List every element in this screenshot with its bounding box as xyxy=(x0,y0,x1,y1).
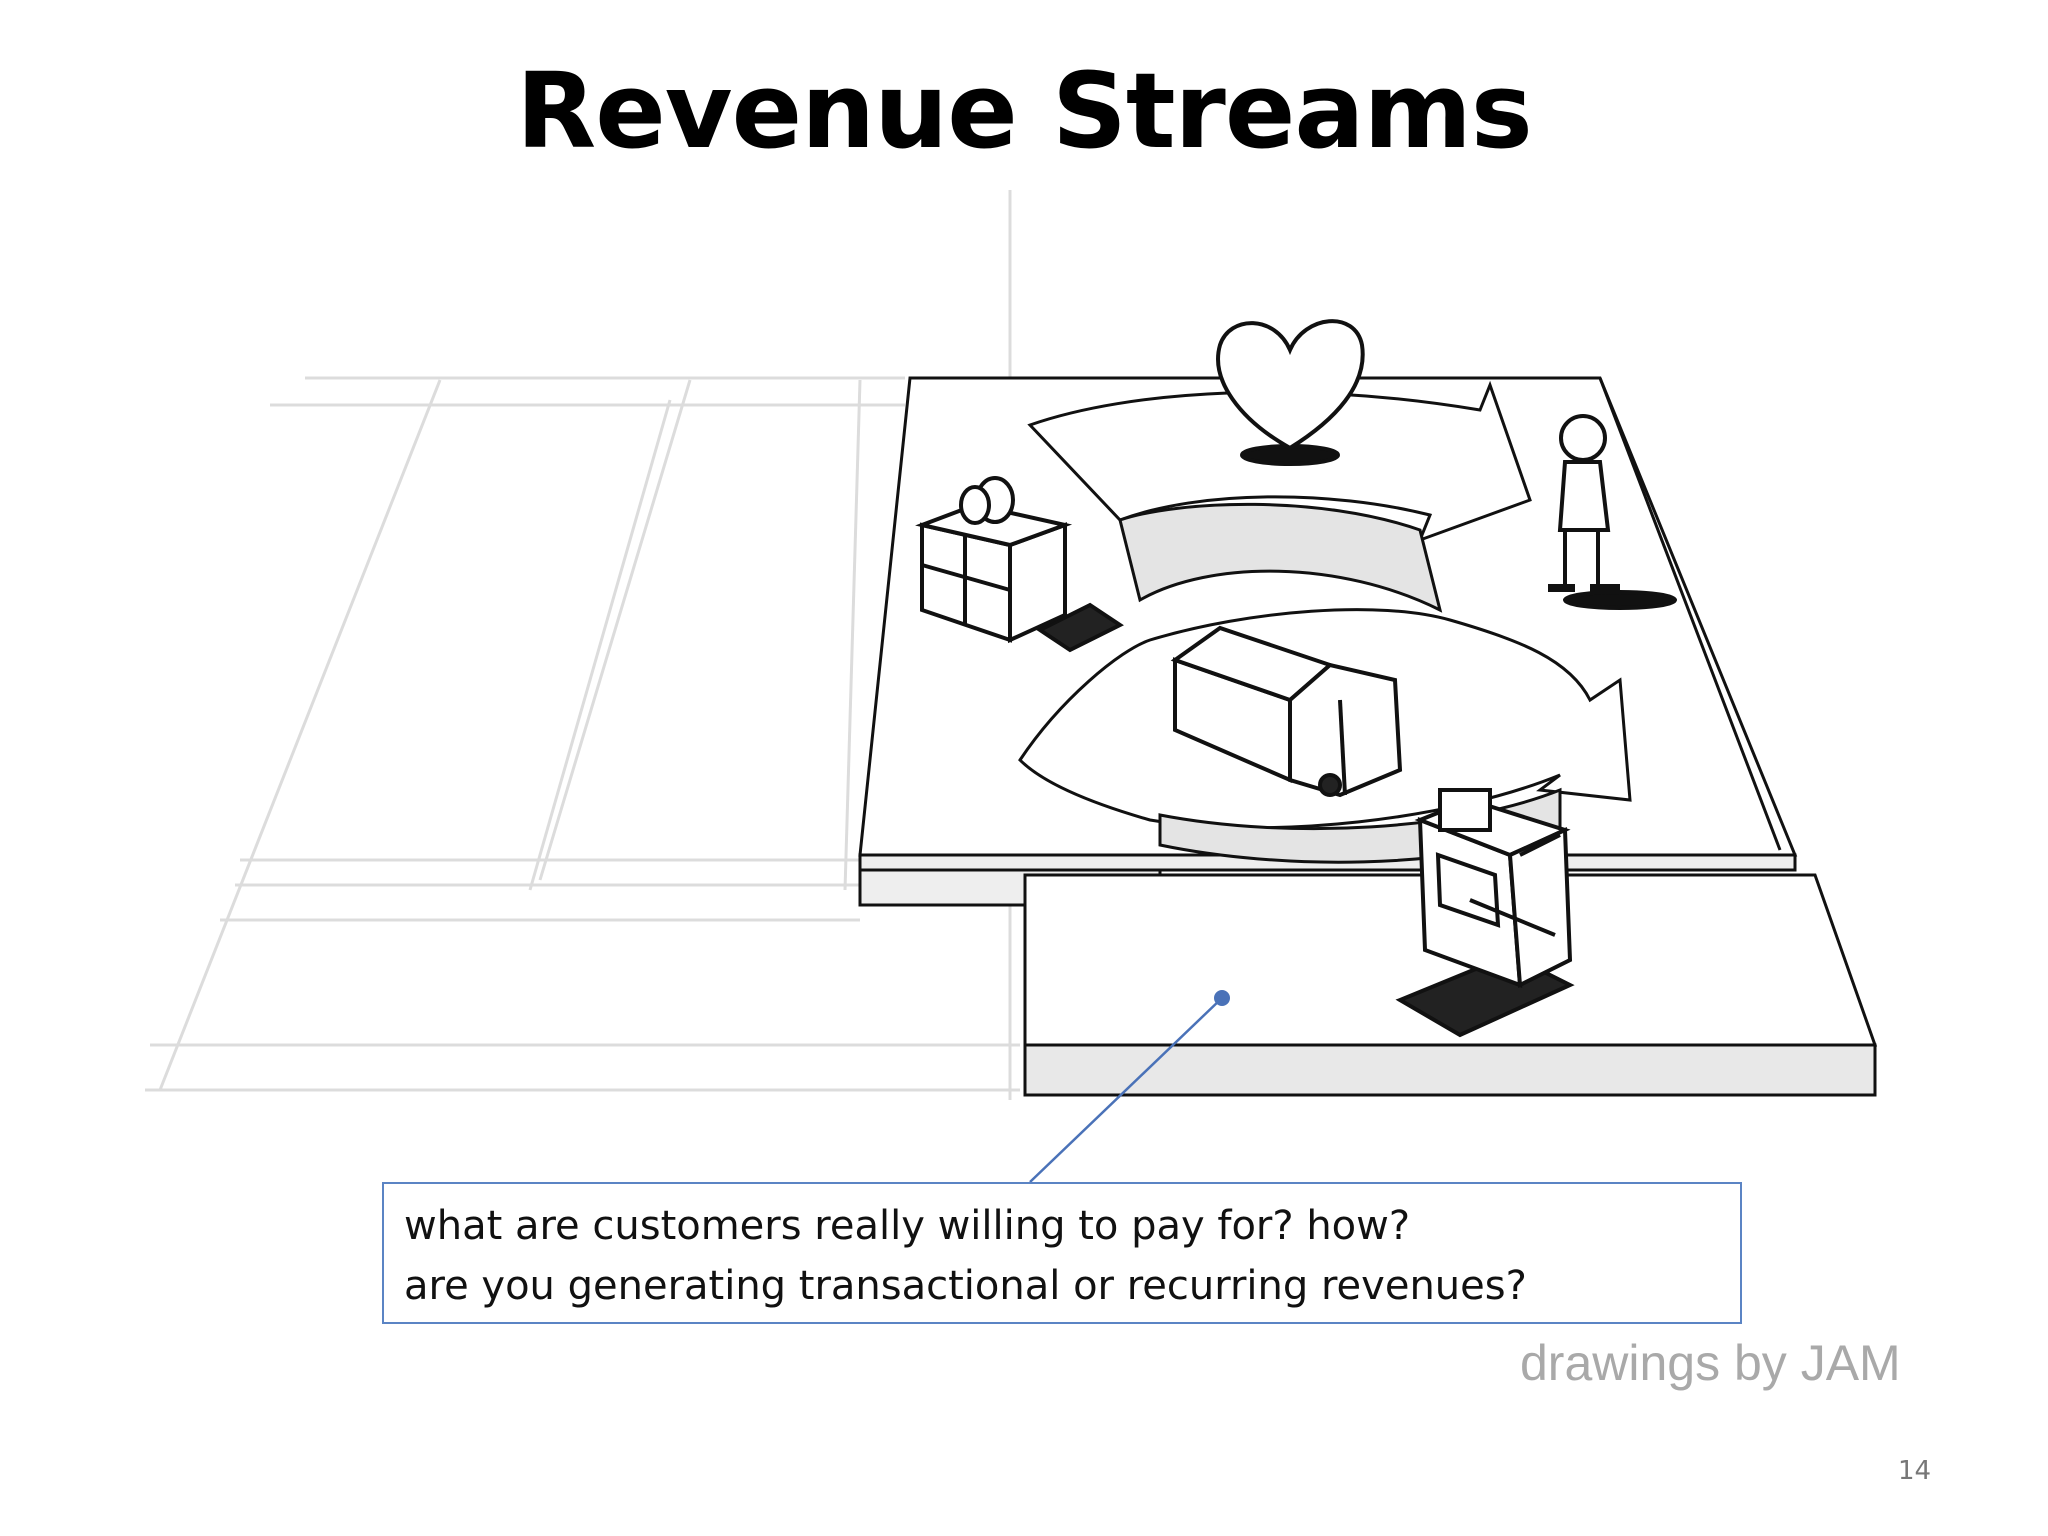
faded-canvas-grid xyxy=(145,190,1020,1100)
page-number: 14 xyxy=(1898,1456,1932,1486)
gift-icon xyxy=(915,476,1124,653)
truck-icon xyxy=(1170,625,1403,798)
heart-icon xyxy=(1216,319,1365,466)
callout-line-2: are you generating transactional or recu… xyxy=(404,1263,1527,1309)
callout-box: what are customers really willing to pay… xyxy=(382,1182,1742,1324)
cash-register-icon xyxy=(1395,788,1575,1038)
slide-title: Revenue Streams xyxy=(516,50,1533,172)
callout-line-1: what are customers really willing to pay… xyxy=(404,1203,1411,1249)
callout-pointer xyxy=(1029,990,1230,1183)
person-icon xyxy=(1548,414,1677,610)
drawing-credit: drawings by JAM xyxy=(1520,1335,1901,1391)
